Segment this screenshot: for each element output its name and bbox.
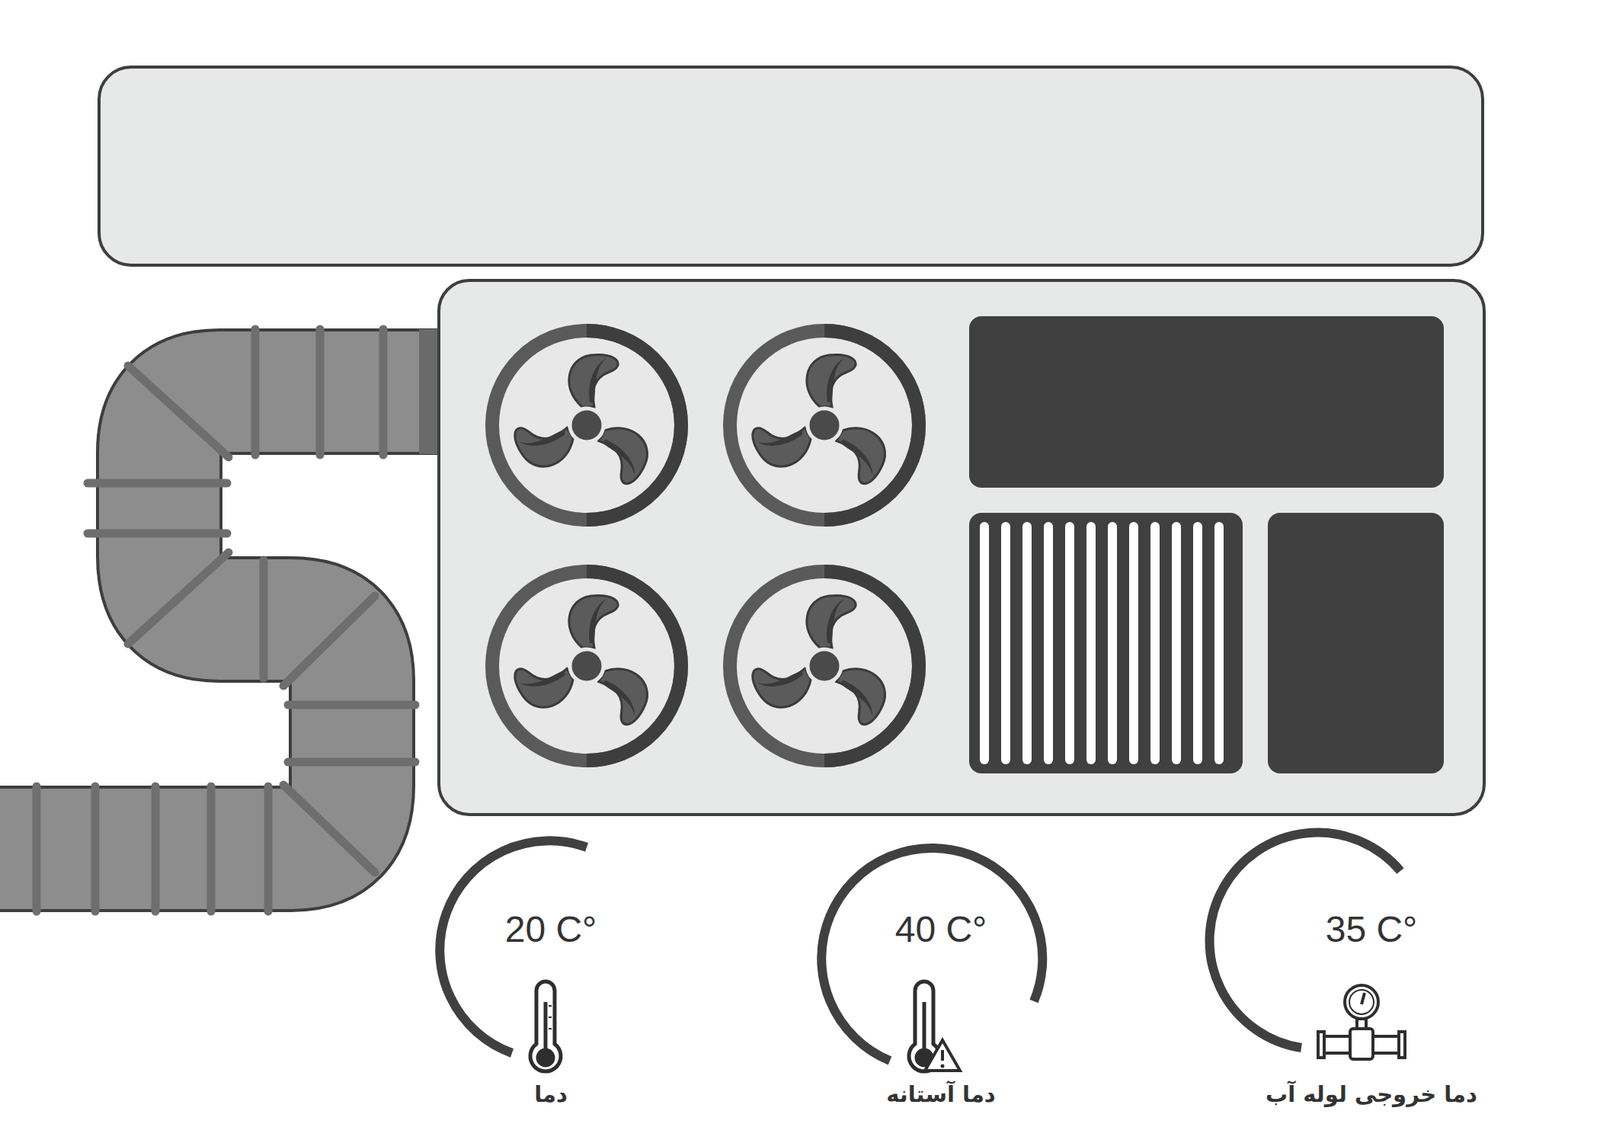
gauge-readout: 20 C° دما [505, 908, 598, 1110]
gauge-label: دما [534, 1078, 568, 1110]
temperature-value: 35 C° [1325, 908, 1418, 951]
temperature-value: 20 C° [505, 908, 598, 951]
vent-grille [969, 512, 1243, 774]
grille-slots [979, 521, 1224, 765]
pipe-gauge-icon [1318, 985, 1405, 1060]
gauge-readout: 40 C° دما آستانه [886, 908, 996, 1110]
top-panel [99, 67, 1483, 266]
thermometer-icon [530, 981, 561, 1072]
gauge-label: دما خروجی لوله آب [1265, 1078, 1478, 1110]
temperature-value: 40 C° [895, 908, 988, 951]
dark-panel [1267, 512, 1444, 774]
duct-pipe [0, 329, 439, 912]
main-unit [438, 280, 1485, 815]
gauge-readout: 35 C° دما خروجی لوله آب [1265, 908, 1478, 1110]
gauge-label: دما آستانه [886, 1078, 996, 1110]
threshold-icon [908, 981, 960, 1072]
gauge-arcs [439, 832, 1401, 1061]
dark-panel [969, 316, 1444, 488]
